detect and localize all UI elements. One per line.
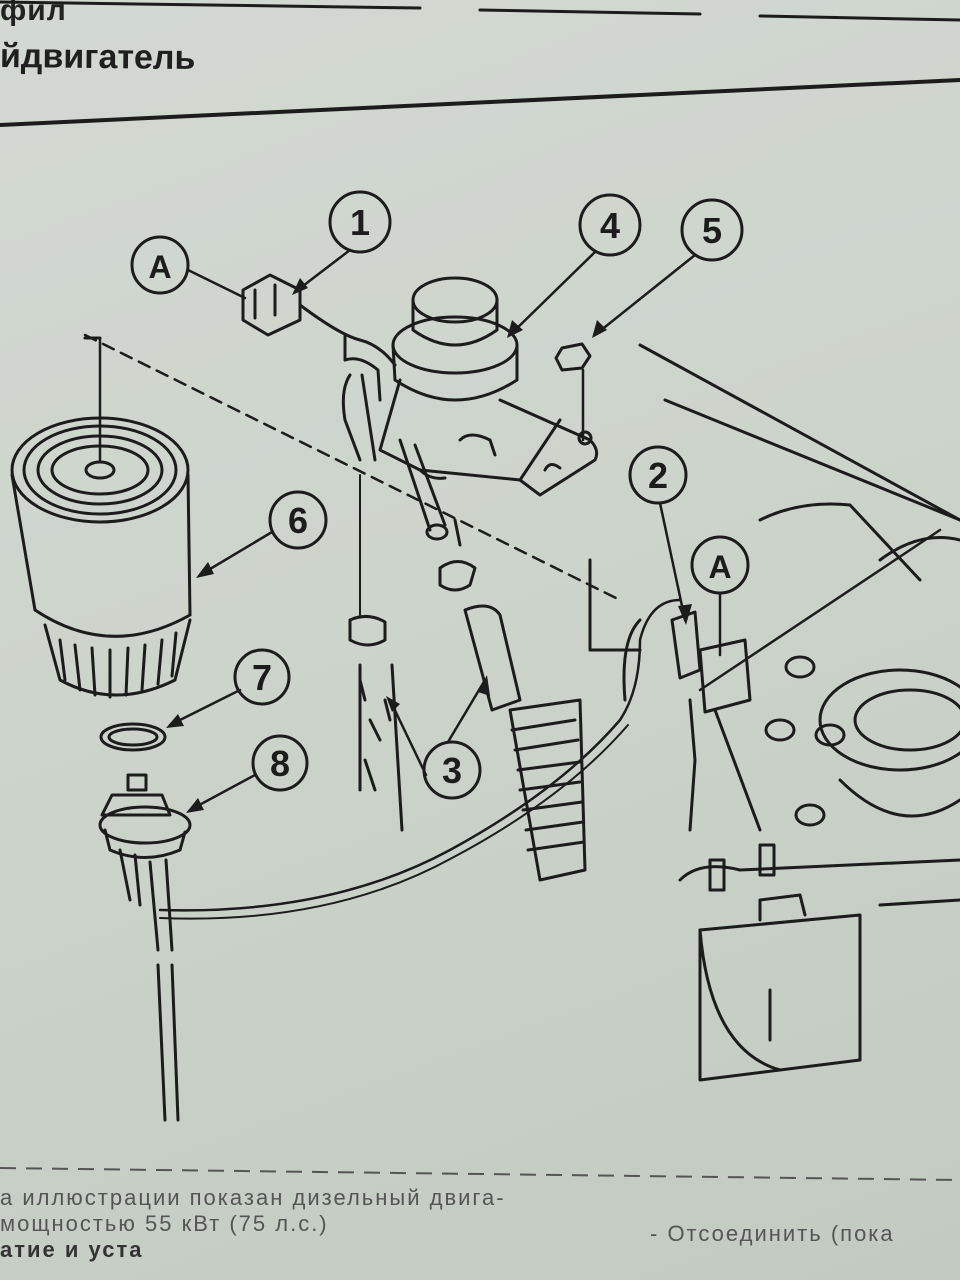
callout-6: 6	[288, 500, 308, 541]
callout-a-top: A	[148, 249, 171, 285]
caption-right: - Отсоединить (пока	[650, 1221, 895, 1246]
header-fragment: фил	[0, 0, 67, 27]
fuel-hoses	[348, 474, 587, 882]
callout-5: 5	[702, 210, 722, 251]
header-rule	[0, 78, 960, 127]
connector-right	[622, 610, 776, 892]
callout-7: 7	[252, 657, 272, 698]
filter-head	[341, 276, 599, 541]
callout-4: 4	[600, 205, 620, 246]
callout-8: 8	[270, 743, 290, 784]
caption-line-1: а иллюстрации показан дизельный двига-	[0, 1185, 506, 1210]
callout-2: 2	[648, 455, 668, 496]
callout-a-right: A	[708, 549, 731, 585]
connector-a-top	[241, 273, 397, 367]
mounting-bolt	[554, 342, 592, 442]
callout-1: 1	[350, 202, 370, 243]
filter-cartridge	[10, 336, 192, 699]
callout-3: 3	[442, 750, 462, 791]
water-sensor	[98, 773, 192, 1122]
engine-parts	[678, 502, 960, 1082]
o-ring	[99, 722, 167, 752]
caption-line-3: атие и уста	[0, 1237, 144, 1262]
caption-line-2: мощностью 55 кВт (75 л.с.)	[0, 1211, 329, 1236]
